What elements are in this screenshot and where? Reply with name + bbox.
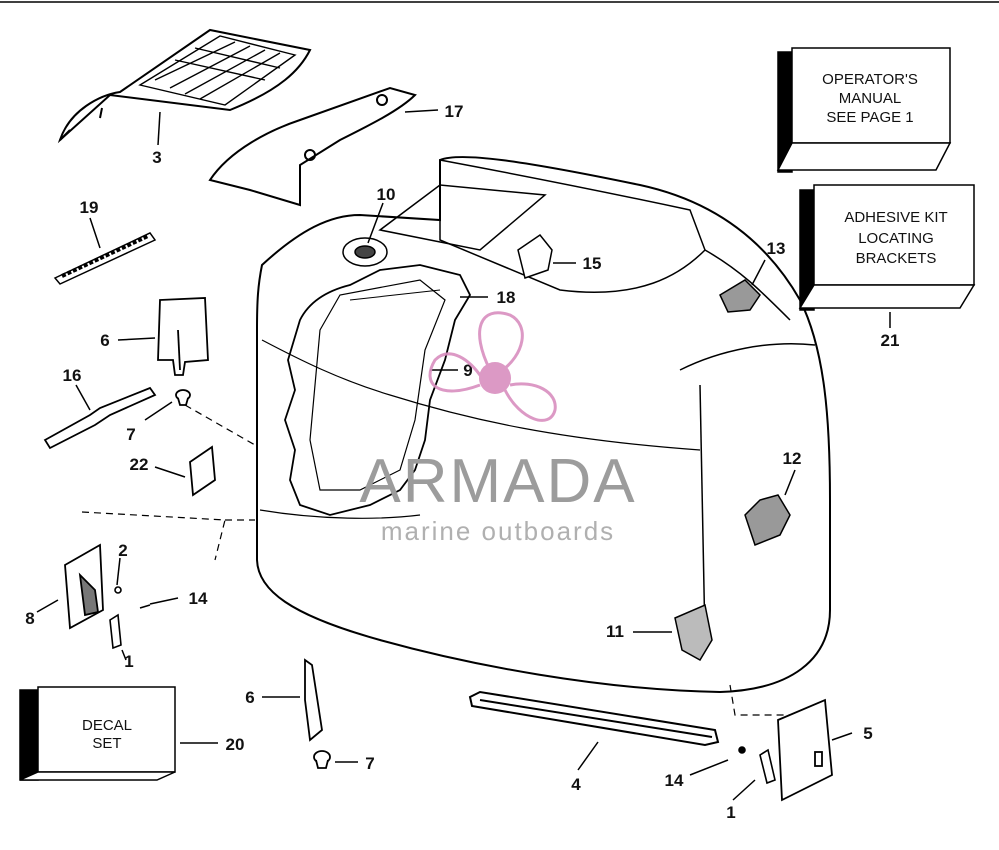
callout-17: 17	[445, 102, 464, 121]
callout-8: 8	[25, 609, 34, 628]
cover-top-opening	[342, 184, 547, 267]
callout-12: 12	[783, 449, 802, 468]
callout-4: 4	[571, 775, 581, 794]
adhesive-kit-box	[798, 184, 976, 311]
adhesive-kit-text: ADHESIVE KIT LOCATING BRACKETS	[844, 209, 947, 267]
callout-7-upper: 7	[126, 425, 135, 444]
callout-21: 21	[881, 331, 900, 350]
part-17-plate	[208, 86, 417, 207]
part-16-bar	[43, 386, 157, 450]
callout-13: 13	[767, 239, 786, 258]
watermark-subtitle: marine outboards	[381, 516, 615, 546]
part-1-14-right	[738, 746, 776, 785]
part-19-strip	[53, 232, 157, 285]
callout-1-left: 1	[124, 652, 133, 671]
dashed-leaders	[81, 404, 790, 716]
callout-18: 18	[497, 288, 516, 307]
callout-16: 16	[63, 366, 82, 385]
callout-leaders	[36, 109, 891, 801]
adhesive-kit-line-2: LOCATING	[858, 230, 934, 247]
callout-15: 15	[583, 254, 602, 273]
part-7-lower	[313, 750, 331, 769]
operators-manual-box	[776, 47, 952, 173]
callout-6-lower: 6	[245, 688, 254, 707]
callout-2: 2	[118, 541, 127, 560]
decal-set-line-2: SET	[92, 735, 121, 752]
decal-set-text: DECAL SET	[82, 717, 132, 752]
decal-set-box	[19, 686, 176, 781]
callout-19: 19	[80, 198, 99, 217]
watermark: ARMADA marine outboards	[359, 311, 636, 546]
callout-14-right: 14	[665, 771, 684, 790]
callout-22: 22	[130, 455, 149, 474]
adhesive-kit-line-1: ADHESIVE KIT	[844, 209, 947, 226]
callout-14-left: 14	[189, 589, 208, 608]
callout-10: 10	[377, 185, 396, 204]
part-8-bracket	[64, 543, 104, 630]
operators-manual-text: OPERATOR'S MANUAL SEE PAGE 1	[822, 71, 918, 126]
part-6-lower	[304, 658, 323, 742]
callout-1-right: 1	[726, 803, 735, 822]
part-22-plate	[189, 445, 216, 497]
part-4-strip	[468, 690, 720, 747]
part-3-grille	[57, 28, 312, 144]
watermark-title: ARMADA	[359, 447, 636, 516]
part-1-2-left	[109, 586, 151, 650]
operators-manual-line-2: MANUAL	[839, 90, 902, 107]
engine-cover	[256, 156, 831, 694]
callout-numbers: 3 17 19 10 15 13 21 6 18 9 16 7 22 12 2 …	[25, 102, 899, 822]
propeller-logo-icon	[428, 311, 557, 422]
callout-11: 11	[606, 622, 624, 641]
callout-20: 20	[226, 735, 245, 754]
latches	[517, 233, 791, 662]
callout-7-lower: 7	[365, 754, 374, 773]
callout-3: 3	[152, 148, 161, 167]
callout-6-upper: 6	[100, 331, 109, 350]
part-5-bracket	[777, 698, 833, 802]
operators-manual-line-1: OPERATOR'S	[822, 71, 918, 88]
callout-5: 5	[863, 724, 872, 743]
operators-manual-line-3: SEE PAGE 1	[826, 109, 913, 126]
part-6-upper	[157, 297, 209, 376]
adhesive-kit-line-3: BRACKETS	[856, 250, 937, 267]
callout-9: 9	[463, 361, 472, 380]
decal-set-line-1: DECAL	[82, 717, 132, 734]
part-7-upper	[175, 389, 191, 406]
